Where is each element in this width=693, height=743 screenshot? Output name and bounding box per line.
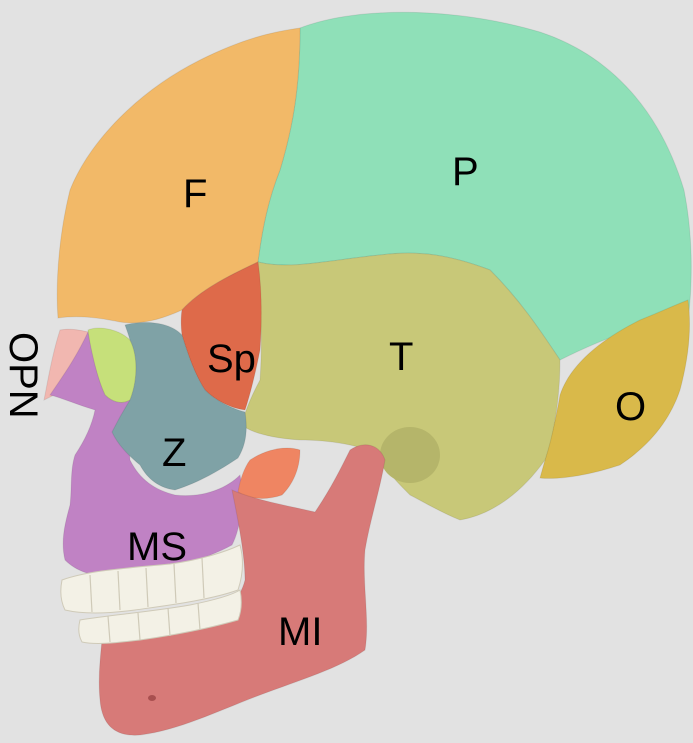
label-occipital: O: [615, 385, 646, 429]
mastoid-process: [380, 427, 440, 483]
label-parietal: P: [452, 150, 479, 194]
label-temporal: T: [389, 335, 413, 379]
label-frontal: F: [183, 172, 207, 216]
mental-foramen: [148, 695, 156, 701]
label-zygomatic: Z: [162, 431, 186, 475]
label-mandible: MI: [278, 610, 322, 654]
coronoid-process: [238, 448, 300, 498]
label-sphenoid: Sp: [207, 337, 256, 381]
label-maxilla: MS: [127, 525, 187, 569]
label-nasal: OPN: [1, 332, 45, 419]
